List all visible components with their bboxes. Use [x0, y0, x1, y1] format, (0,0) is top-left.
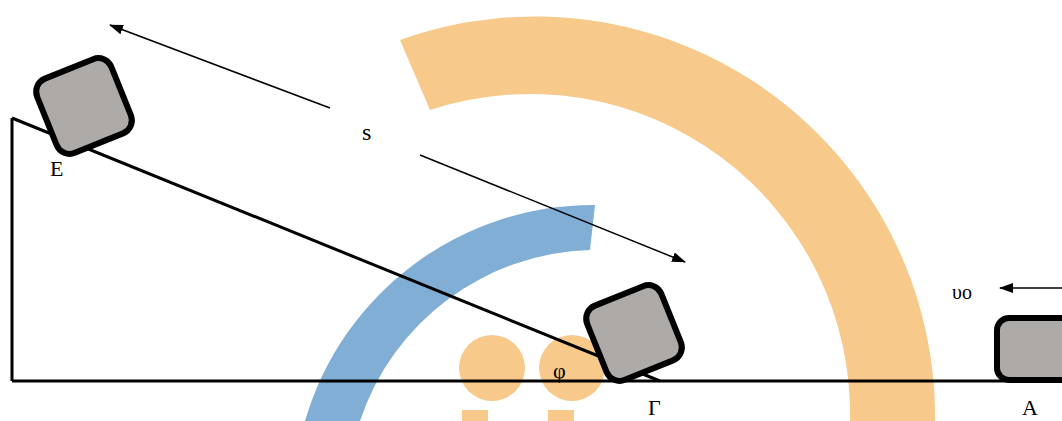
block — [582, 281, 686, 385]
figure-label: E — [50, 158, 63, 180]
vertical-side — [11, 118, 14, 381]
ground-line — [12, 380, 1062, 383]
watermark-circle — [459, 335, 525, 401]
block — [32, 54, 136, 158]
incline-surface — [12, 118, 660, 381]
figure-label: A — [1022, 397, 1038, 419]
velocity-arrow — [1000, 287, 1062, 289]
watermark-arc — [400, 17, 935, 421]
figure-label: υo — [952, 282, 972, 302]
figure-label: φ — [553, 360, 566, 382]
distance-arrow — [110, 25, 330, 108]
figure-label: Γ — [648, 397, 661, 419]
watermark-bar — [462, 410, 488, 421]
block — [997, 318, 1062, 380]
distance-arrow — [420, 155, 685, 262]
watermark-bar — [548, 410, 574, 421]
figure-label: s — [362, 120, 371, 144]
